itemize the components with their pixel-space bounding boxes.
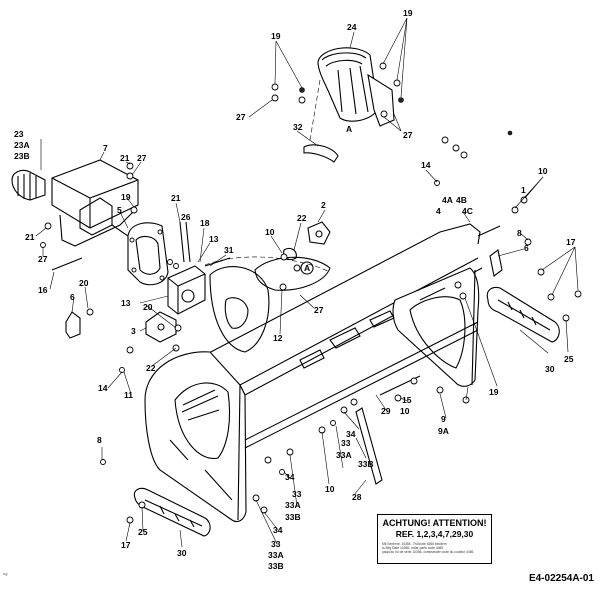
callout-22-top: 22 [297, 213, 307, 223]
callout-ref-a-chute: A [346, 124, 352, 134]
callout-30-left: 30 [177, 548, 187, 558]
callout-1: 1 [521, 185, 526, 195]
callout-3: 3 [131, 326, 136, 336]
callout-labels: 1 2 3 4 4A 4B 4C 5 6 6 7 8 8 9 9A 10 10 … [14, 8, 576, 571]
callout-7: 7 [103, 143, 108, 153]
callout-6-right: 6 [524, 243, 529, 253]
callout-19-topright: 19 [403, 8, 413, 18]
callout-33-right: 33 [341, 438, 351, 448]
drawing-code: E4-02254A-01 [528, 573, 594, 584]
callout-9a: 9A [438, 426, 449, 436]
callout-12: 12 [273, 333, 283, 343]
callout-25-right: 25 [564, 354, 574, 364]
callout-32: 32 [293, 122, 303, 132]
callout-26: 26 [181, 212, 191, 222]
callout-6-left: 6 [70, 292, 75, 302]
callout-21-left: 21 [25, 232, 35, 242]
callout-15: 15 [402, 395, 412, 405]
corner-mark: ng [3, 571, 8, 576]
callout-4a: 4A [442, 195, 453, 205]
callout-22-left: 22 [146, 363, 156, 373]
callout-ref-a-housing: A [304, 263, 310, 273]
callout-19-left: 19 [121, 192, 131, 202]
callout-13-right: 13 [209, 234, 219, 244]
callout-4: 4 [436, 206, 441, 216]
callout-25-left: 25 [138, 527, 148, 537]
chute-adapter [303, 144, 339, 163]
callout-10-bottom: 10 [325, 484, 335, 494]
notice-fine-line: jusqu'au no de série 10356, commander co… [382, 550, 474, 555]
discharge-chute [309, 47, 395, 141]
callout-33b-mid: 33B [285, 512, 301, 522]
callout-34-bottom: 34 [273, 525, 283, 535]
callout-23b: 23B [14, 151, 30, 161]
callout-10-top: 10 [538, 166, 548, 176]
skid-shoe-right [486, 286, 560, 343]
callout-29: 29 [381, 406, 391, 416]
callout-8-left: 8 [97, 435, 102, 445]
callout-23a: 23A [14, 140, 30, 150]
callout-16: 16 [38, 285, 48, 295]
callout-4c: 4C [462, 206, 473, 216]
bearing-housing [167, 265, 206, 315]
callout-11: 11 [124, 390, 133, 400]
callout-27-right: 27 [403, 130, 413, 140]
callout-33a-mid: 33A [285, 500, 301, 510]
callout-33-mid: 33 [292, 489, 302, 499]
callout-33b-bottom: 33B [268, 561, 284, 571]
callout-8-right: 8 [517, 228, 522, 238]
callout-2: 2 [321, 200, 326, 210]
small-brackets [51, 221, 503, 485]
callout-31: 31 [224, 245, 234, 255]
callout-13-left: 13 [121, 298, 131, 308]
hardware [40, 62, 582, 524]
notice-fine-print: Mit Seriennr. 10356 - Fußnote 4466 bei/d… [382, 542, 487, 555]
callout-33-bottom: 33 [271, 539, 281, 549]
callout-17-right: 17 [566, 237, 576, 247]
callout-14-left: 14 [98, 383, 108, 393]
auger-housing [144, 223, 483, 523]
notice-reference: REF. 1,2,3,4,7,29,30 [395, 529, 474, 539]
leader-lines [35, 17, 579, 548]
callout-30-right: 30 [545, 364, 555, 374]
callout-33a-bottom: 33A [268, 550, 284, 560]
callout-10-mid: 10 [265, 227, 275, 237]
callout-33a-right: 33A [336, 450, 352, 460]
notice-fine-line: Mit Seriennr. 10356 - Fußnote 4466 bei/d… [382, 542, 447, 546]
callout-23: 23 [14, 129, 24, 139]
callout-27-left: 27 [236, 112, 246, 122]
callout-4b: 4B [456, 195, 467, 205]
callout-21-top: 21 [120, 153, 130, 163]
callout-27-side: 27 [38, 254, 48, 264]
callout-33b-right: 33B [358, 459, 374, 469]
notice-fine-line: to Mfg Date 10356, order parts code 4466 [382, 546, 444, 551]
callout-28: 28 [352, 492, 362, 502]
gearbox [111, 222, 169, 286]
notice-title: ACHTUNG! ATTENTION! [382, 518, 487, 528]
callout-10-right: 10 [400, 406, 410, 416]
callout-34-mid: 34 [285, 472, 295, 482]
callout-19-right: 19 [489, 387, 499, 397]
callout-19-topleft: 19 [271, 31, 281, 41]
callout-21-mid: 21 [171, 193, 181, 203]
callout-9: 9 [441, 414, 446, 424]
callout-20-lower: 20 [143, 302, 153, 312]
callout-27-frame: 27 [137, 153, 147, 163]
callout-14-top: 14 [421, 160, 431, 170]
callout-20-upper: 20 [79, 278, 89, 288]
callout-24: 24 [347, 22, 357, 32]
callout-34-right: 34 [346, 429, 356, 439]
callout-17-left: 17 [121, 540, 131, 550]
callout-18: 18 [200, 218, 210, 228]
callout-5: 5 [117, 205, 122, 215]
attention-notice: ACHTUNG! ATTENTION! REF. 1,2,3,4,7,29,30… [377, 514, 492, 564]
callout-27-center: 27 [314, 305, 324, 315]
